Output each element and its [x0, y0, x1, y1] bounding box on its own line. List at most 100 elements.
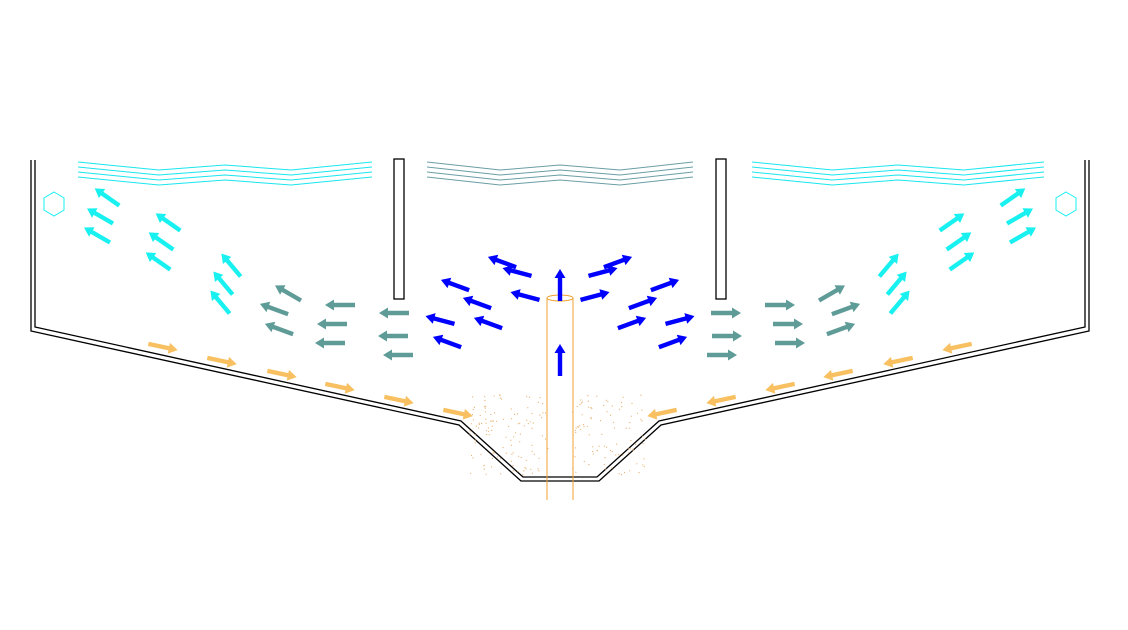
sludge-particle — [575, 471, 577, 473]
sludge-particle — [588, 406, 590, 408]
flow-arrow-icon — [425, 313, 456, 327]
sludge-particle — [510, 418, 513, 420]
sludge-particle — [591, 407, 593, 410]
sludge-particle — [510, 444, 512, 446]
sludge-particle — [576, 405, 578, 408]
sludge-particle — [583, 460, 585, 462]
flow-arrow-icon — [379, 307, 409, 319]
sludge-particle — [620, 474, 623, 476]
sludge-particle — [580, 428, 582, 431]
sludge-particle — [613, 427, 616, 429]
sludge-particle — [590, 407, 592, 409]
sludge-particle — [510, 408, 512, 410]
sludge-particle — [486, 434, 488, 436]
flow-arrow-icon — [145, 252, 172, 272]
flow-arrow-icon — [942, 341, 973, 354]
sludge-particle — [526, 419, 528, 421]
sludge-particle — [575, 427, 577, 429]
flow-arrow-icon — [826, 321, 856, 337]
flow-arrow-icon — [206, 355, 237, 368]
water-surface-line — [751, 171, 1045, 181]
flow-arrow-icon — [473, 315, 503, 331]
sludge-particle — [607, 401, 609, 403]
sludge-particle — [642, 464, 644, 466]
sludge-particle — [579, 425, 581, 427]
flow-arrow-icon — [94, 188, 121, 208]
sludge-particle — [531, 427, 533, 429]
sludge-particle — [611, 467, 613, 469]
water-surface-line — [751, 176, 1045, 186]
water-surface-line — [77, 171, 373, 181]
sludge-particle — [541, 417, 543, 419]
sludge-particle — [502, 447, 504, 449]
flow-arrow-icon — [999, 188, 1026, 208]
sludge-particle — [610, 414, 612, 416]
water-surface-line — [426, 161, 694, 171]
sludge-particle — [641, 420, 643, 422]
sludge-particle — [517, 470, 519, 473]
sludge-particle — [473, 406, 475, 408]
sludge-particle — [547, 448, 549, 450]
sludge-particle — [493, 395, 495, 397]
sludge-particle — [508, 425, 510, 428]
flow-arrow-icon — [706, 394, 737, 407]
flow-arrow-icon — [378, 330, 408, 342]
sludge-particle — [609, 449, 612, 451]
flow-arrow-icon — [888, 290, 910, 315]
sludge-particle — [484, 396, 486, 398]
sludge-particle — [631, 402, 633, 404]
sludge-particle — [592, 451, 594, 453]
hexagon-port-icon — [43, 191, 65, 217]
sludge-particle — [571, 411, 574, 413]
flow-arrow-icon — [707, 349, 737, 361]
sludge-particle — [643, 458, 645, 460]
water-surface-line — [426, 166, 694, 176]
sludge-particle — [493, 412, 496, 414]
sludge-particle — [590, 416, 592, 419]
flow-arrow-icon — [1005, 208, 1033, 226]
sludge-particle — [505, 452, 507, 454]
sludge-particle — [474, 434, 476, 436]
sludge-particle — [629, 448, 631, 450]
sludge-particle — [599, 420, 602, 422]
sludge-particle — [644, 438, 646, 440]
sludge-particle — [472, 409, 474, 411]
sludge-particle — [519, 422, 521, 424]
sludge-particle — [469, 430, 471, 432]
tank-wall-outer — [30, 160, 1090, 482]
sludge-particle — [531, 444, 533, 446]
sludge-particle — [577, 426, 579, 428]
sludge-particle — [537, 468, 539, 470]
flow-arrow-icon — [817, 285, 845, 303]
sludge-particle — [512, 470, 514, 472]
sludge-particle — [478, 427, 480, 429]
sludge-particle — [475, 425, 477, 427]
water-surface-line — [77, 166, 373, 176]
flow-arrow-icon — [221, 253, 243, 278]
sludge-particle — [484, 407, 486, 409]
sludge-particle — [539, 414, 541, 416]
sludge-particle — [528, 396, 531, 398]
sludge-particle — [531, 472, 534, 474]
sludge-particle — [485, 422, 487, 424]
sludge-particle — [470, 472, 472, 474]
sludge-particle — [537, 401, 540, 403]
sludge-particle — [484, 405, 486, 408]
sludge-particle — [640, 418, 642, 420]
sludge-particle — [620, 401, 623, 404]
flow-arrow-icon — [883, 355, 914, 368]
flow-arrow-icon — [775, 337, 805, 349]
sludge-particle — [487, 427, 489, 429]
sludge-particle — [491, 466, 493, 468]
flow-arrow-icon — [712, 330, 742, 342]
sludge-particle — [546, 450, 548, 452]
sludge-particle — [510, 439, 512, 441]
sludge-particle — [596, 395, 598, 397]
sludge-particle — [572, 441, 574, 443]
sludge-particle — [611, 405, 613, 407]
flow-arrow-icon — [658, 334, 688, 350]
flow-arrow-icon — [213, 271, 235, 296]
flow-arrow-icon — [554, 269, 566, 301]
sludge-particle — [533, 453, 535, 455]
